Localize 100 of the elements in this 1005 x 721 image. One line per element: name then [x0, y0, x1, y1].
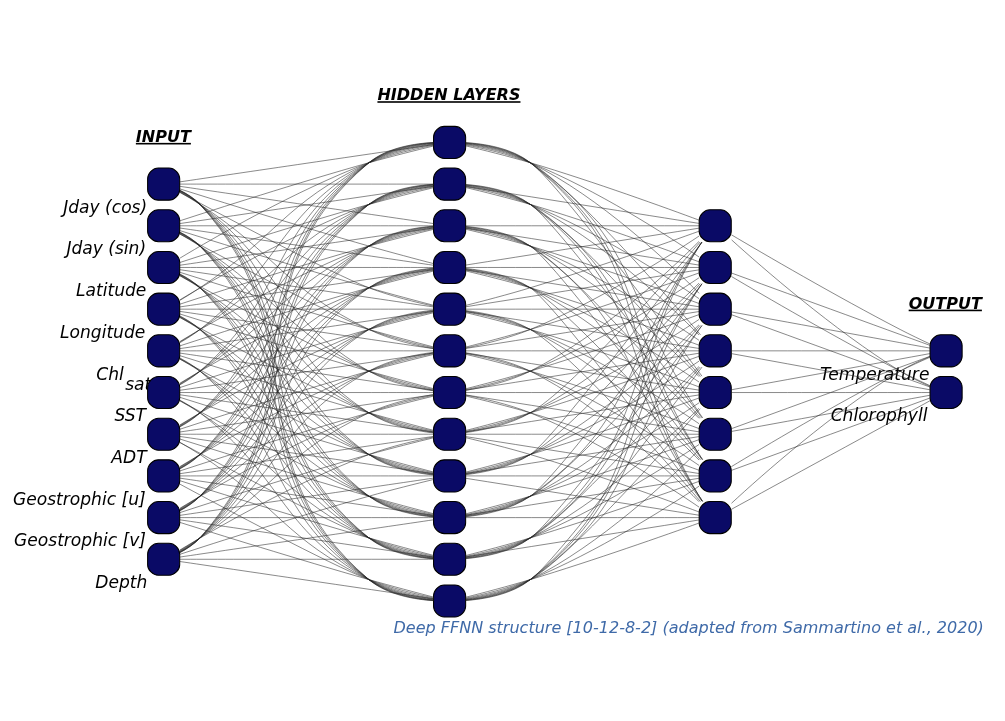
node-box — [147, 333, 181, 367]
connector — [465, 350, 700, 351]
connector — [179, 399, 434, 599]
connector — [465, 522, 700, 597]
connector — [179, 185, 434, 224]
connector — [731, 350, 931, 351]
connector — [465, 443, 700, 557]
connector — [731, 239, 931, 387]
connector — [179, 521, 434, 597]
connector — [179, 441, 434, 599]
node-label: Depth — [95, 571, 148, 592]
connector — [465, 144, 700, 257]
connector — [731, 394, 931, 432]
connector — [465, 394, 700, 432]
node-box — [433, 250, 467, 284]
node-box — [698, 417, 732, 451]
connector — [731, 391, 931, 393]
node-box — [698, 500, 732, 534]
node-box — [698, 458, 732, 492]
connector — [465, 366, 703, 600]
connector — [465, 186, 700, 262]
connector — [179, 310, 434, 349]
connector — [465, 519, 700, 557]
connector — [731, 397, 931, 471]
connector — [179, 519, 434, 557]
node-label: Temperature — [819, 362, 930, 383]
connector — [465, 480, 700, 556]
node-label: Longitude — [59, 321, 146, 342]
node-box — [147, 208, 181, 242]
connector — [465, 227, 700, 265]
label: OUTPUT — [908, 293, 982, 313]
node-box — [147, 417, 181, 451]
connector — [465, 485, 700, 598]
node-box — [433, 375, 467, 409]
connector — [465, 226, 700, 377]
node-label: Geostrophic [u] — [12, 488, 146, 509]
connector — [465, 407, 700, 557]
connector — [731, 352, 931, 390]
connector — [731, 272, 931, 346]
connector — [465, 184, 703, 418]
label: INPUT — [135, 126, 191, 146]
connector — [731, 311, 931, 348]
connector — [465, 477, 700, 515]
node-box — [147, 500, 181, 534]
node-box — [147, 250, 181, 284]
connector — [465, 266, 700, 268]
connector — [465, 225, 700, 226]
label: HIDDEN LAYERS — [377, 84, 521, 104]
connector — [731, 233, 931, 344]
connector — [179, 225, 434, 226]
connector — [179, 183, 434, 184]
node-box — [433, 417, 467, 451]
connector — [465, 391, 700, 393]
connector — [731, 355, 931, 503]
connector — [179, 266, 434, 268]
connector — [179, 352, 434, 391]
connector — [465, 269, 700, 307]
node-box — [433, 542, 467, 576]
node-box — [433, 208, 467, 242]
connector — [465, 310, 700, 349]
node-box — [433, 458, 467, 492]
connector — [179, 308, 434, 309]
connector — [179, 391, 434, 393]
node-box — [433, 333, 467, 367]
connector — [465, 366, 701, 558]
connector — [465, 352, 700, 390]
connector — [465, 365, 700, 516]
connector — [731, 356, 931, 467]
connector — [179, 144, 434, 258]
connector — [179, 477, 434, 516]
node-box — [698, 333, 732, 367]
node-label: SST — [114, 404, 147, 425]
connector — [179, 143, 434, 343]
connector — [465, 475, 700, 476]
connector — [179, 268, 434, 307]
node-box — [147, 292, 181, 326]
connector — [465, 516, 700, 518]
connector — [179, 433, 434, 434]
connector — [179, 475, 434, 476]
connector — [465, 184, 701, 377]
node-box — [929, 333, 963, 367]
connector — [179, 516, 434, 518]
connector — [465, 324, 703, 558]
node-label: Chlorophyll — [830, 404, 928, 425]
node-label: Geostrophic [v] — [14, 529, 147, 550]
connector — [731, 275, 931, 386]
connector — [179, 558, 434, 560]
connector — [465, 408, 701, 600]
connector — [179, 560, 434, 599]
connector — [465, 310, 700, 460]
connector — [465, 435, 700, 474]
connector — [731, 400, 931, 510]
node-box — [433, 583, 467, 618]
node-box — [147, 542, 181, 576]
connector — [465, 308, 700, 309]
connector — [731, 355, 931, 429]
node-box — [698, 208, 732, 242]
node-box — [433, 167, 467, 201]
node-box — [698, 250, 732, 284]
caption: Deep FFNN structure [10-12-8-2] (adapted from Sammartino et al., 2020) — [393, 617, 984, 637]
